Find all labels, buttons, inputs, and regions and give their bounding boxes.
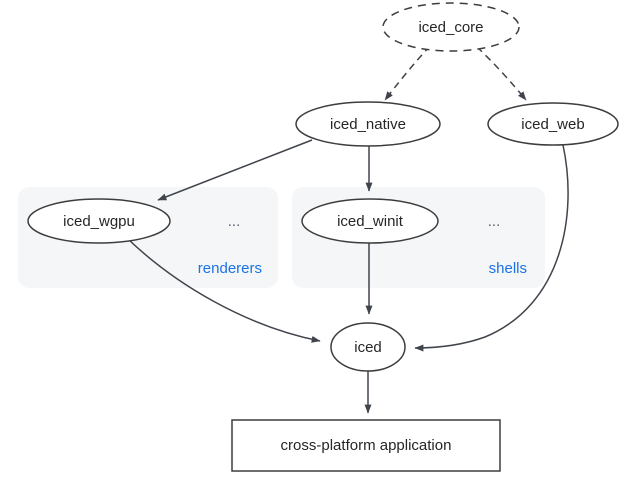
node-iced[interactable]: iced xyxy=(330,322,406,372)
node-iced-shape[interactable] xyxy=(330,322,406,372)
edge-iced-core-to-iced-web xyxy=(476,46,527,101)
node-iced-wgpu-shape[interactable] xyxy=(27,198,171,244)
node-iced-label: iced xyxy=(354,339,382,356)
edge-iced-native-to-iced-wgpu xyxy=(157,139,313,201)
node-cross-platform-application[interactable]: cross-platform application xyxy=(231,419,501,472)
node-iced-winit-shape[interactable] xyxy=(301,198,439,244)
node-iced-winit[interactable]: iced_winit xyxy=(301,198,439,244)
node-iced-native-label: iced_native xyxy=(330,116,406,133)
node-iced-winit-label: iced_winit xyxy=(337,213,404,230)
node-iced-wgpu-label: iced_wgpu xyxy=(63,213,135,230)
edge-iced-wgpu-to-iced xyxy=(127,238,321,343)
node-cross-platform-application-shape[interactable] xyxy=(231,419,501,472)
cluster-shells-label: shells xyxy=(489,260,527,277)
edge-iced-web-to-iced xyxy=(414,144,569,352)
node-iced-core[interactable]: iced_core xyxy=(382,2,520,52)
node-cross-platform-application-label: cross-platform application xyxy=(281,437,452,454)
node-iced-wgpu[interactable]: iced_wgpu xyxy=(27,198,171,244)
node-iced-web-label: iced_web xyxy=(521,116,584,133)
node-iced-native[interactable]: iced_native xyxy=(295,101,441,147)
node-iced-core-shape[interactable] xyxy=(382,2,520,52)
edge-iced-core-to-iced-native xyxy=(384,45,431,101)
node-iced-core-label: iced_core xyxy=(418,19,483,36)
node-iced-web[interactable]: iced_web xyxy=(487,102,619,146)
renderers-ellipsis-icon: ... xyxy=(228,213,241,230)
node-iced-native-shape[interactable] xyxy=(295,101,441,147)
node-iced-web-shape[interactable] xyxy=(487,102,619,146)
edge-layer xyxy=(127,45,569,414)
cluster-renderers-label: renderers xyxy=(198,260,262,277)
shells-ellipsis-icon: ... xyxy=(488,213,501,230)
